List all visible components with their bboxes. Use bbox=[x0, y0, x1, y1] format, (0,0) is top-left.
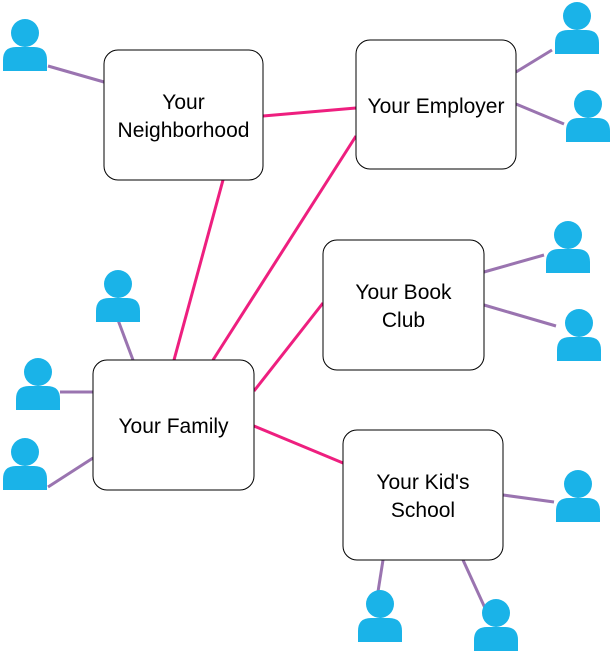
node-label-line: Your Family bbox=[118, 415, 229, 438]
person-icon bbox=[546, 221, 590, 273]
link-family-kids-school bbox=[253, 424, 344, 465]
node-label-line: Your bbox=[162, 91, 204, 114]
person-icon bbox=[555, 2, 599, 54]
link-family-neighborhood bbox=[172, 179, 225, 361]
person-icon bbox=[474, 599, 518, 651]
node-neighborhood[interactable]: Your Neighborhood bbox=[103, 49, 264, 181]
node-label-line: Neighborhood bbox=[118, 119, 250, 142]
person-link-family-3 bbox=[47, 456, 94, 489]
person-link-employer-1 bbox=[515, 48, 553, 74]
person-link-book-club-2 bbox=[483, 303, 557, 328]
person-link-book-club-1 bbox=[483, 253, 545, 274]
node-label-line: Your Book bbox=[355, 281, 452, 304]
person-link-neighborhood-1 bbox=[47, 64, 105, 84]
node-kids-school[interactable]: Your Kid's School bbox=[342, 429, 504, 561]
person-icon bbox=[16, 358, 60, 410]
person-icon bbox=[566, 90, 610, 142]
person-link-employer-2 bbox=[515, 102, 565, 126]
connections bbox=[47, 48, 565, 609]
node-employer[interactable]: Your Employer bbox=[355, 39, 517, 170]
node-label-line: Club bbox=[382, 309, 425, 332]
person-icon bbox=[557, 309, 601, 361]
node-family[interactable]: Your Family bbox=[92, 359, 255, 491]
person-link-family-1 bbox=[116, 319, 135, 361]
person-link-kids-school-1 bbox=[502, 493, 555, 504]
person-icon bbox=[96, 270, 140, 322]
link-neighborhood-employer bbox=[262, 106, 357, 118]
person-link-kids-school-3 bbox=[461, 559, 487, 609]
link-family-employer bbox=[211, 135, 358, 361]
person-icon bbox=[3, 438, 47, 490]
node-label-line: School bbox=[391, 499, 455, 522]
person-icon bbox=[3, 19, 47, 71]
people bbox=[3, 2, 610, 651]
node-label-line: Your Kid's bbox=[376, 471, 469, 494]
node-label-line: Your Employer bbox=[368, 95, 505, 118]
person-icon bbox=[556, 470, 600, 522]
person-icon bbox=[358, 590, 402, 642]
link-family-book-club bbox=[252, 302, 325, 392]
node-book-club[interactable]: Your Book Club bbox=[322, 239, 485, 371]
